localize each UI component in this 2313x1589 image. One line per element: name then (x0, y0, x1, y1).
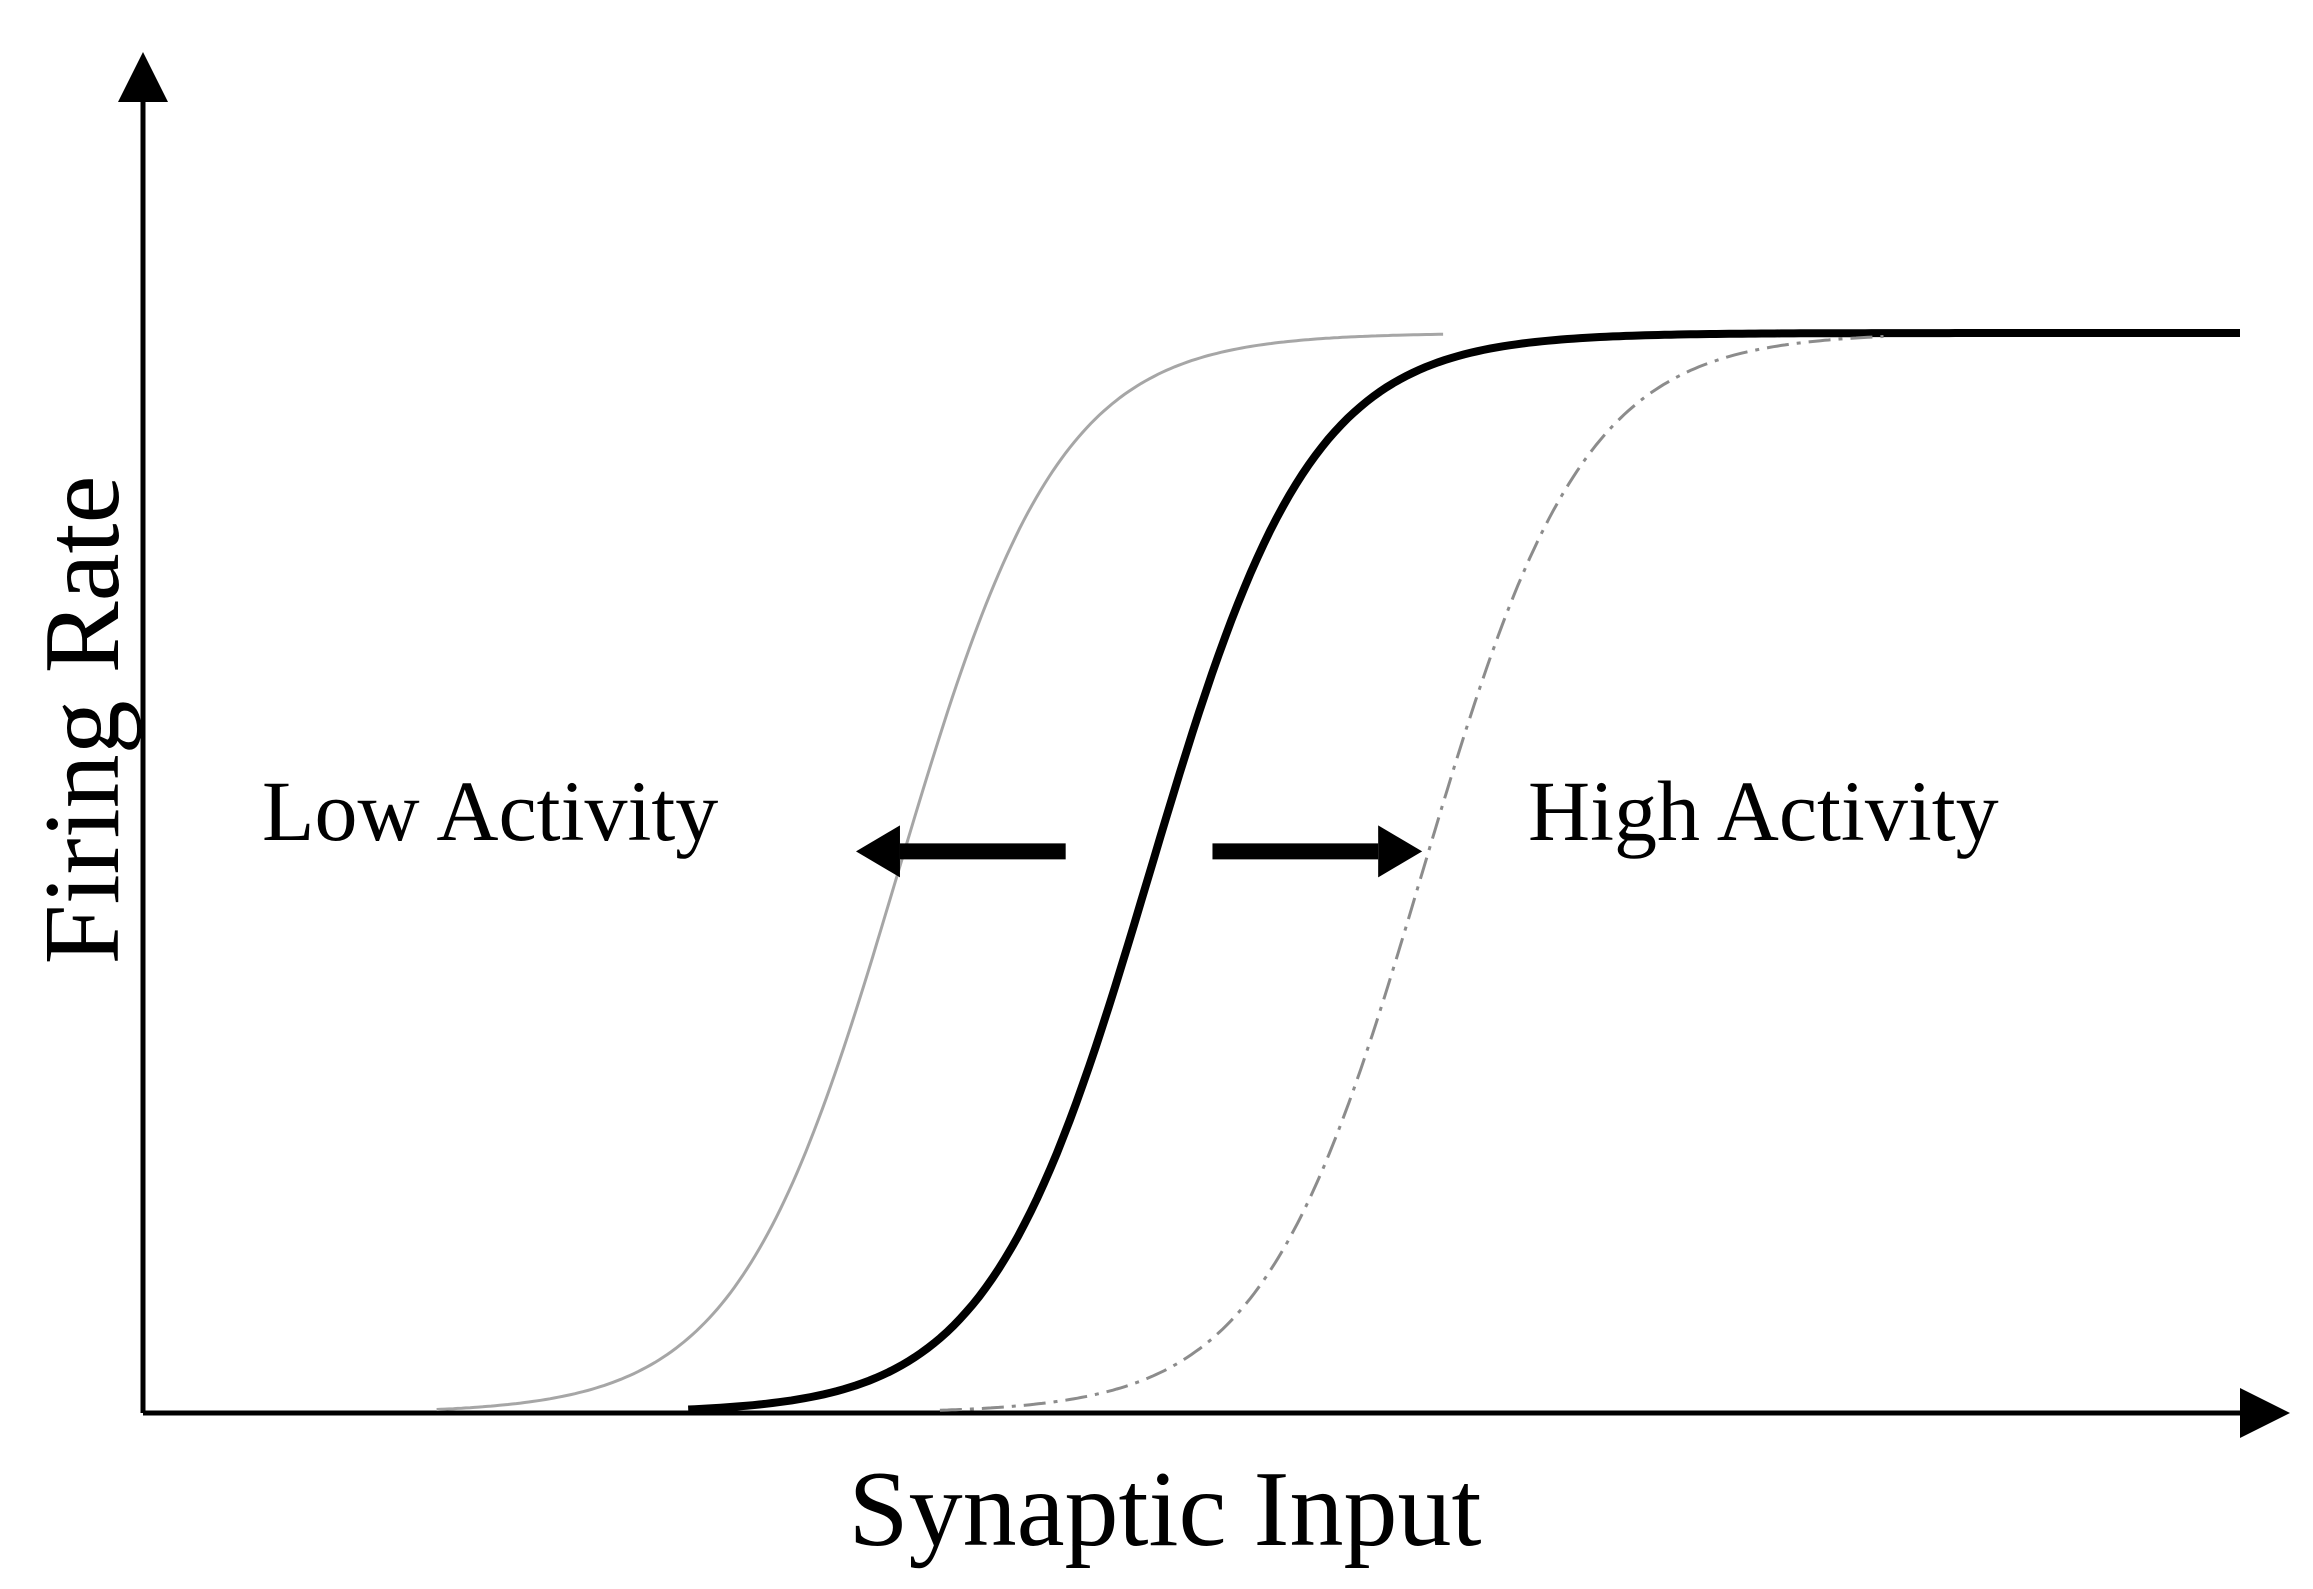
series-line-baseline (688, 329, 2240, 1414)
y-axis-label: Firing Rate (23, 476, 142, 965)
annotation-low-activity: Low Activity (262, 763, 718, 859)
series-line-low-activity (436, 332, 1444, 1411)
x-axis-label: Synaptic Input (849, 1450, 1482, 1569)
arrow-right-icon (1212, 825, 1423, 878)
arrow-left-icon (855, 825, 1066, 878)
annotation-high-activity: High Activity (1528, 763, 1999, 859)
series-line-high-activity (939, 335, 1884, 1412)
